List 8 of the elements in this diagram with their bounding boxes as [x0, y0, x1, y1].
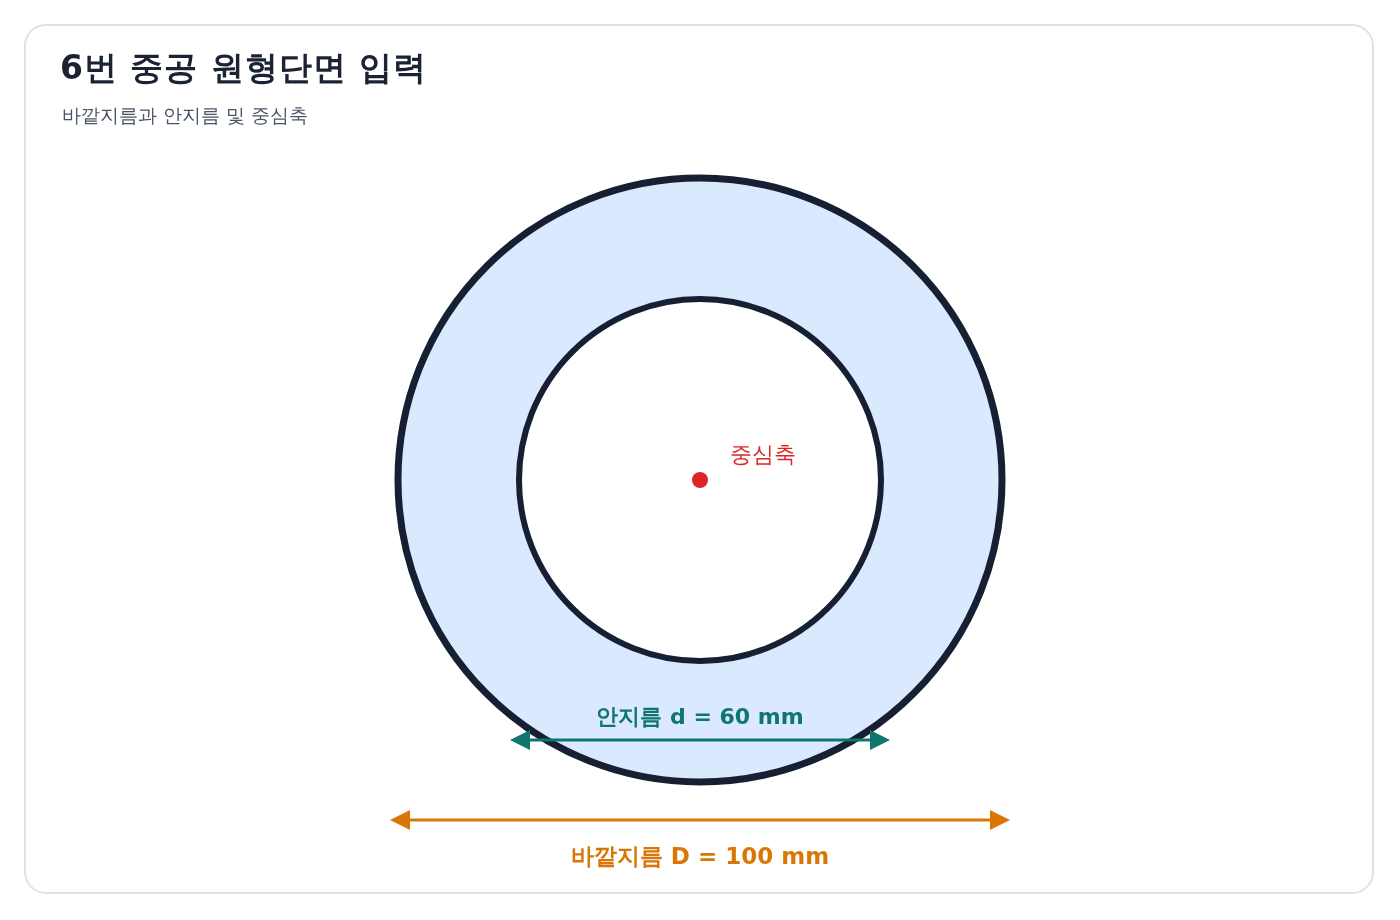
- title: 6번 중공 원형단면 입력: [60, 47, 428, 89]
- dimension-label: 바깥지름 D = 100 mm: [569, 842, 831, 871]
- dimension-label: 안지름 d = 60 mm: [595, 703, 805, 731]
- subtitle: 바깥지름과 안지름 및 중심축: [62, 103, 309, 128]
- axis-label: 중심축: [730, 441, 796, 469]
- inner-circle: [515, 295, 885, 665]
- outer-circle: [395, 175, 1005, 785]
- center-point: [692, 472, 708, 488]
